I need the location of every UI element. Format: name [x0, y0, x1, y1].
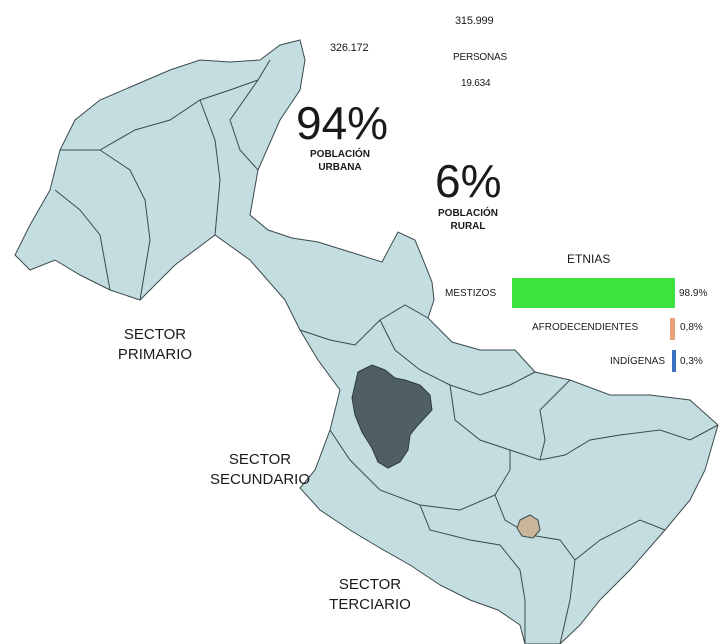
indigenous-percent: 0,3%	[680, 356, 703, 367]
afro-percent: 0,8%	[680, 322, 703, 333]
persons-label: PERSONAS	[453, 52, 507, 63]
rural-label: POBLACIÓN RURAL	[428, 207, 508, 233]
urban-label-line2: URBANA	[318, 162, 362, 173]
indigenous-bar	[672, 350, 676, 372]
indigenous-label: INDÍGENAS	[610, 356, 666, 367]
municipal-boundaries	[54, 59, 719, 644]
sector-secundario-line2: SECUNDARIO	[209, 471, 310, 488]
urban-population-count: 315.999	[455, 15, 494, 27]
highlighted-municipality	[351, 364, 433, 469]
afro-label: AFRODECENDIENTES	[532, 322, 639, 333]
sector-primario: SECTOR PRIMARIO	[95, 325, 215, 365]
total-population: 326.172	[330, 42, 369, 54]
small-area	[516, 514, 541, 539]
sector-terciario: SECTOR TERCIARIO	[315, 575, 425, 615]
sector-secundario: SECTOR SECUNDARIO	[195, 450, 325, 490]
ethnicity-title: ETNIAS	[567, 252, 611, 266]
sector-terciario-line2: TERCIARIO	[329, 596, 411, 613]
rural-label-line2: RURAL	[450, 221, 486, 232]
rural-percentage: 6%	[435, 155, 502, 207]
mestizos-label: MESTIZOS	[445, 288, 497, 299]
rural-population-count: 19.634	[461, 78, 491, 89]
sector-primario-line1: SECTOR	[123, 326, 187, 343]
sector-terciario-line1: SECTOR	[338, 576, 402, 593]
mestizos-bar	[512, 278, 675, 308]
afro-bar	[670, 318, 675, 340]
region-outline	[14, 39, 719, 644]
mestizos-percent: 98.9%	[679, 288, 708, 299]
urban-percentage: 94%	[296, 97, 389, 149]
urban-label: POBLACIÓN URBANA	[300, 148, 380, 174]
sector-secundario-line1: SECTOR	[228, 451, 292, 468]
urban-label-line1: POBLACIÓN	[310, 149, 370, 160]
rural-label-line1: POBLACIÓN	[438, 208, 498, 219]
sector-primario-line2: PRIMARIO	[117, 346, 193, 363]
